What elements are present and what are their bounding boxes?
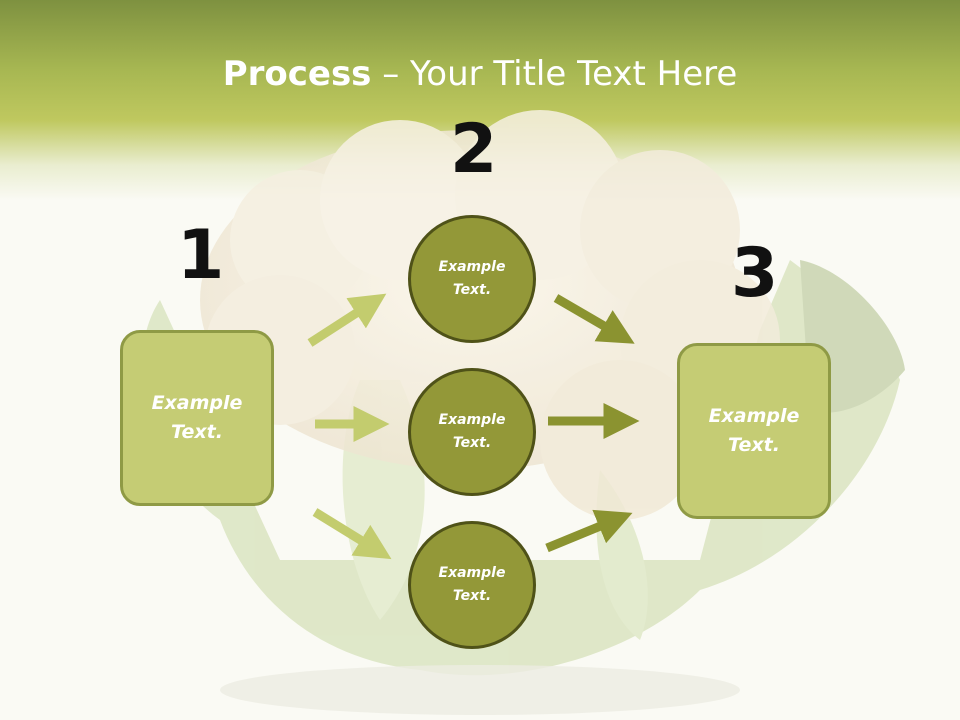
- slide-title: Process – Your Title Text Here: [0, 52, 960, 96]
- step-2-circle-middle: Example Text.: [408, 368, 536, 496]
- arrow-1-to-2c: [312, 508, 392, 560]
- step-3-box: Example Text.: [677, 343, 831, 519]
- step-2-circle-bottom-text: Example Text.: [438, 565, 506, 604]
- arrow-2a-to-3: [553, 294, 635, 344]
- step-2-circle-bottom: Example Text.: [408, 521, 536, 649]
- step-number-2: 2: [450, 110, 498, 189]
- arrow-1-to-2a: [307, 293, 387, 347]
- step-1-box: Example Text.: [120, 330, 274, 506]
- step-2-circle-middle-text: Example Text.: [438, 412, 506, 451]
- title-bold: Process: [222, 54, 372, 94]
- step-2-circle-top-text: Example Text.: [438, 259, 506, 298]
- step-1-text: Example Text.: [151, 392, 243, 443]
- step-number-3: 3: [731, 234, 779, 313]
- step-number-1: 1: [177, 216, 225, 295]
- step-2-circle-top: Example Text.: [408, 215, 536, 343]
- arrow-2c-to-3: [545, 509, 633, 553]
- title-rest: – Your Title Text Here: [371, 54, 738, 94]
- step-3-text: Example Text.: [708, 405, 800, 456]
